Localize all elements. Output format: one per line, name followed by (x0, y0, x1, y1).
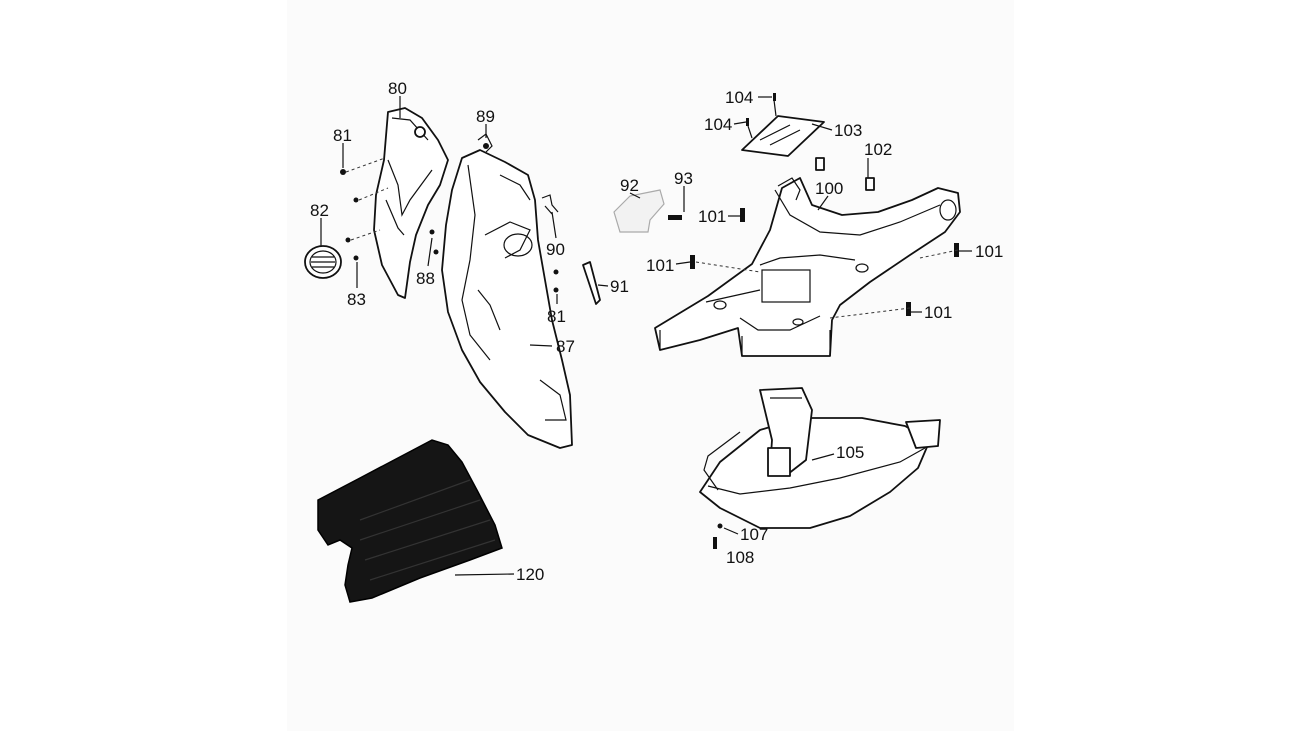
callout-89: 89 (476, 107, 495, 126)
callout-103: 103 (834, 121, 862, 140)
callout-100: 100 (815, 179, 843, 198)
callout-102: 102 (864, 140, 892, 159)
callout-90: 90 (546, 240, 565, 259)
part-120-floor-mat (317, 439, 503, 603)
callout-92: 92 (620, 176, 639, 195)
screws-81-83 (340, 157, 559, 293)
callout-101: 101 (698, 207, 726, 226)
callout-80: 80 (388, 79, 407, 98)
callout-88: 88 (416, 269, 435, 288)
part-92-pad (613, 189, 665, 233)
part-89-clip (477, 133, 493, 153)
part-91-trim-strip (582, 261, 601, 305)
callout-101: 101 (646, 256, 674, 275)
callout-81: 81 (333, 126, 352, 145)
callout-101: 101 (924, 303, 952, 322)
leader-lines (320, 96, 972, 576)
callout-87: 87 (556, 337, 575, 356)
callout-91: 91 (610, 277, 629, 296)
callout-107: 107 (740, 525, 768, 544)
part-87-leg-shield (441, 149, 573, 449)
callout-82: 82 (310, 201, 329, 220)
callout-104: 104 (725, 88, 753, 107)
part-100-floor-frame (654, 177, 961, 357)
bolts (668, 93, 959, 319)
callout-83: 83 (347, 290, 366, 309)
part-103-cover-plate (741, 115, 825, 157)
callout-120: 120 (516, 565, 544, 584)
callout-104: 104 (704, 115, 732, 134)
callout-93: 93 (674, 169, 693, 188)
part-105-undertray (699, 387, 941, 549)
callout-81: 81 (547, 307, 566, 326)
callout-108: 108 (726, 548, 754, 567)
part-102-clip (815, 157, 875, 191)
part-80-front-cover (373, 107, 449, 299)
callout-101: 101 (975, 242, 1003, 261)
callout-labels: 80 81 82 83 88 89 90 91 81 87 92 93 101 … (310, 79, 1003, 584)
part-82-emblem (304, 245, 342, 279)
part-90-bracket (541, 194, 559, 215)
callout-105: 105 (836, 443, 864, 462)
